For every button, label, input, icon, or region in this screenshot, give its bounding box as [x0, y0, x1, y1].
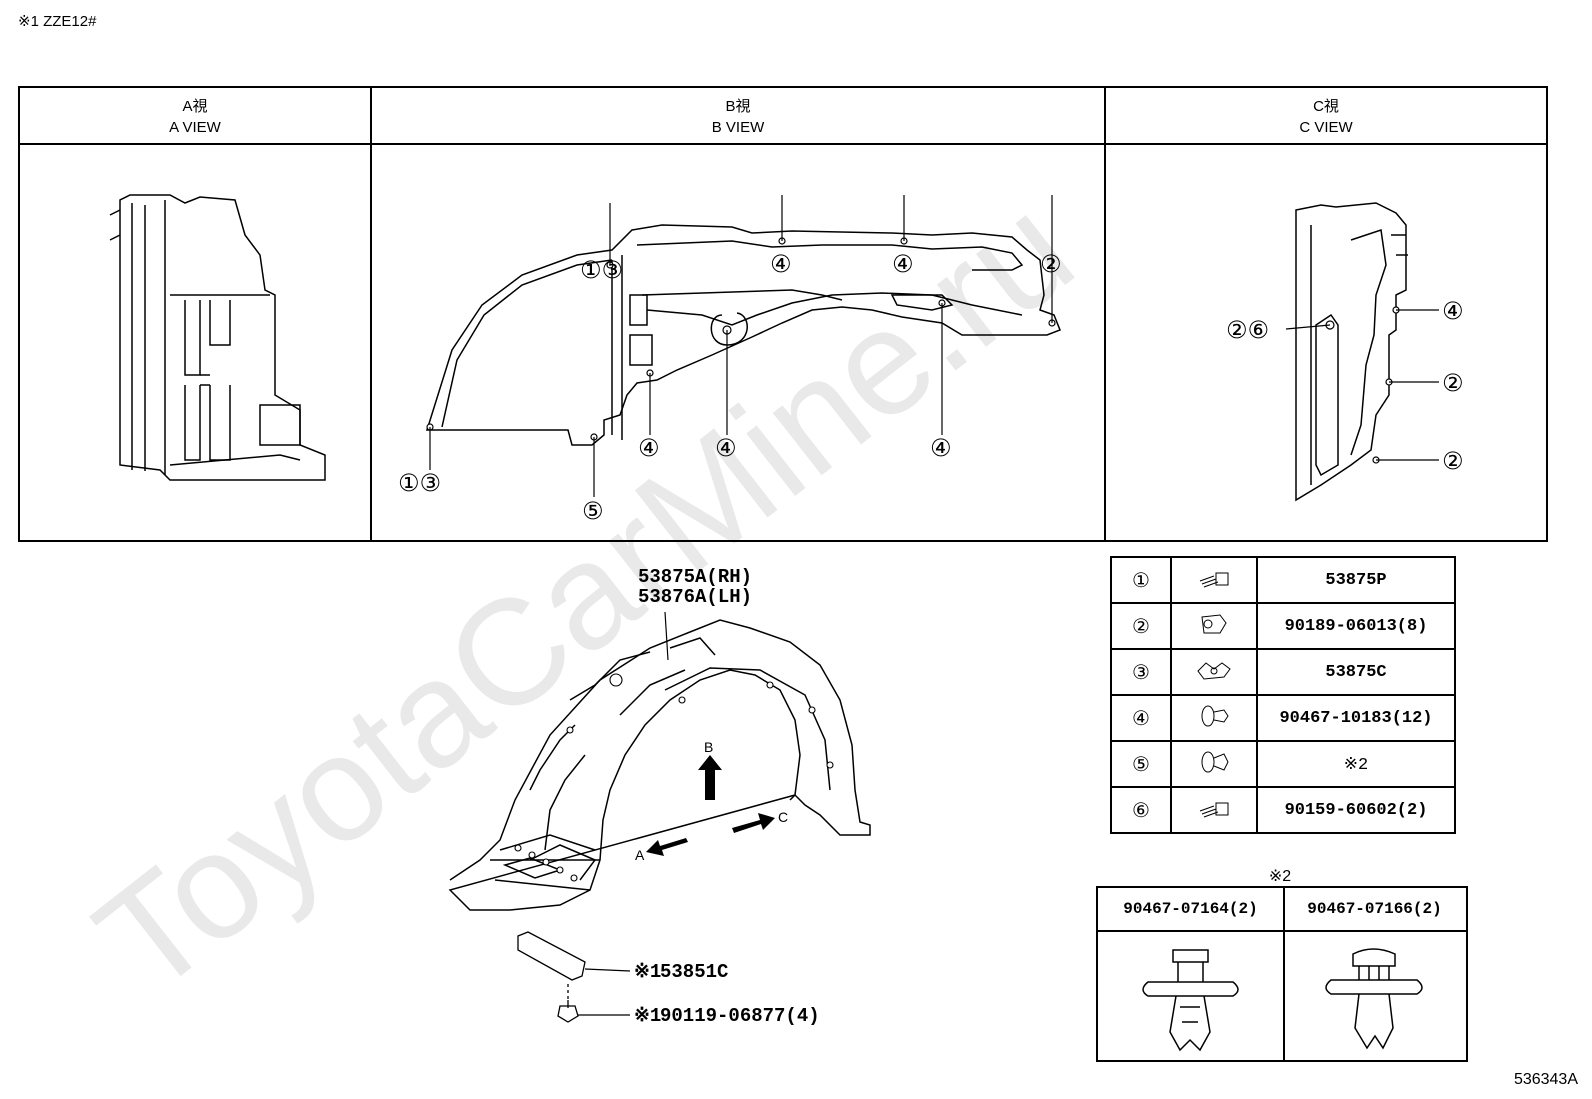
figure-id: 536343A — [1514, 1071, 1578, 1089]
alt-col-1: 90467-07164(2) — [1098, 888, 1285, 1060]
parts-part-number: 90189-06013(8) — [1257, 603, 1455, 649]
parts-part-number: 90467-10183(12) — [1257, 695, 1455, 741]
view-a-title-en: A VIEW — [20, 117, 370, 138]
arrow-b-label: B — [704, 739, 713, 755]
alt-part-number: 90467-07164(2) — [1098, 888, 1283, 932]
screw-icon — [1171, 557, 1257, 603]
view-column-b: B視 B VIEW — [372, 88, 1106, 540]
parts-part-number: ※2 — [1257, 741, 1455, 787]
parts-row: ④ 90467-10183(12) — [1111, 695, 1455, 741]
screw-label: 90119-06877(4) — [660, 1005, 820, 1027]
a-view-drawing — [20, 145, 370, 540]
callout-b-top-left: ①③ — [580, 257, 623, 284]
callout-b-bottom-right: ④ — [930, 435, 952, 462]
parts-part-number: 90159-60602(2) — [1257, 787, 1455, 833]
view-a-title-jp: A視 — [20, 96, 370, 117]
parts-num: ④ — [1111, 695, 1171, 741]
arrow-c-label: C — [778, 809, 788, 825]
parts-num: ② — [1111, 603, 1171, 649]
parts-row: ① 53875P — [1111, 557, 1455, 603]
view-b-title-jp: B視 — [372, 96, 1104, 117]
callout-c-left: ②⑥ — [1226, 317, 1269, 344]
parts-num: ③ — [1111, 649, 1171, 695]
parts-num: ① — [1111, 557, 1171, 603]
view-table: A視 A VIEW B視 B VIEW — [18, 86, 1548, 542]
header-note: ※1 ZZE12# — [18, 12, 96, 30]
clip-nut-icon — [1171, 649, 1257, 695]
parts-num: ⑥ — [1111, 787, 1171, 833]
alt-table: 90467-07164(2) 90467-07166(2) — [1096, 886, 1468, 1062]
view-b-title-en: B VIEW — [372, 117, 1104, 138]
arrow-a-label: A — [635, 847, 645, 863]
b-view-drawing: ①③ ④ ④ ② ①③ ⑤ ④ ④ ④ — [372, 145, 1104, 540]
part-rh-label: 53875A(RH) — [638, 566, 752, 588]
bracket-note: ※1 — [634, 961, 661, 983]
parts-row: ⑤ ※2 — [1111, 741, 1455, 787]
push-clip-icon — [1171, 741, 1257, 787]
callout-b-bottom-mid1: ④ — [638, 435, 660, 462]
arrow-c-icon — [732, 813, 775, 833]
callout-b-bottom-center: ⑤ — [582, 498, 604, 525]
callout-b-top-mid1: ④ — [770, 251, 792, 278]
parts-row: ③ 53875C — [1111, 649, 1455, 695]
screw-note: ※1 — [634, 1005, 661, 1027]
view-b-header: B視 B VIEW — [372, 88, 1104, 145]
view-c-title-en: C VIEW — [1106, 117, 1546, 138]
parts-row: ⑥ 90159-60602(2) — [1111, 787, 1455, 833]
parts-table: ① 53875P ② 90189-06013(8) ③ 53875C ④ 904… — [1110, 556, 1456, 834]
c-view-drawing: ②⑥ ④ ② ② — [1106, 145, 1546, 540]
callout-b-top-mid2: ④ — [892, 251, 914, 278]
screw-icon — [1171, 787, 1257, 833]
callout-b-bottom-mid2: ④ — [715, 435, 737, 462]
alt-part-number: 90467-07166(2) — [1283, 888, 1466, 932]
alt-table-label: ※2 — [1260, 866, 1300, 886]
part-lh-label: 53876A(LH) — [638, 586, 752, 608]
parts-part-number: 53875C — [1257, 649, 1455, 695]
clip-7166-icon — [1283, 932, 1466, 1062]
arrow-a-icon — [646, 838, 688, 856]
callout-b-top-right: ② — [1040, 251, 1062, 278]
view-c-header: C視 C VIEW — [1106, 88, 1546, 145]
main-drawing: 53875A(RH) 53876A(LH) B C A ※1 53851C ※1… — [420, 560, 1080, 1060]
parts-row: ② 90189-06013(8) — [1111, 603, 1455, 649]
view-a-header: A視 A VIEW — [20, 88, 370, 145]
clip-7164-icon — [1098, 932, 1283, 1062]
view-column-c: C視 C VIEW — [1106, 88, 1546, 540]
view-column-a: A視 A VIEW — [20, 88, 372, 540]
callout-c-right-mid: ② — [1442, 370, 1464, 397]
parts-part-number: 53875P — [1257, 557, 1455, 603]
view-c-title-jp: C視 — [1106, 96, 1546, 117]
callout-b-bottom-left: ①③ — [398, 470, 441, 497]
callout-c-right-top: ④ — [1442, 298, 1464, 325]
callout-c-right-bottom: ② — [1442, 448, 1464, 475]
push-clip-icon — [1171, 695, 1257, 741]
alt-col-2: 90467-07166(2) — [1283, 888, 1466, 1060]
bracket-label: 53851C — [660, 961, 728, 983]
parts-num: ⑤ — [1111, 741, 1171, 787]
arrow-b-icon — [698, 755, 722, 800]
nut-icon — [1171, 603, 1257, 649]
